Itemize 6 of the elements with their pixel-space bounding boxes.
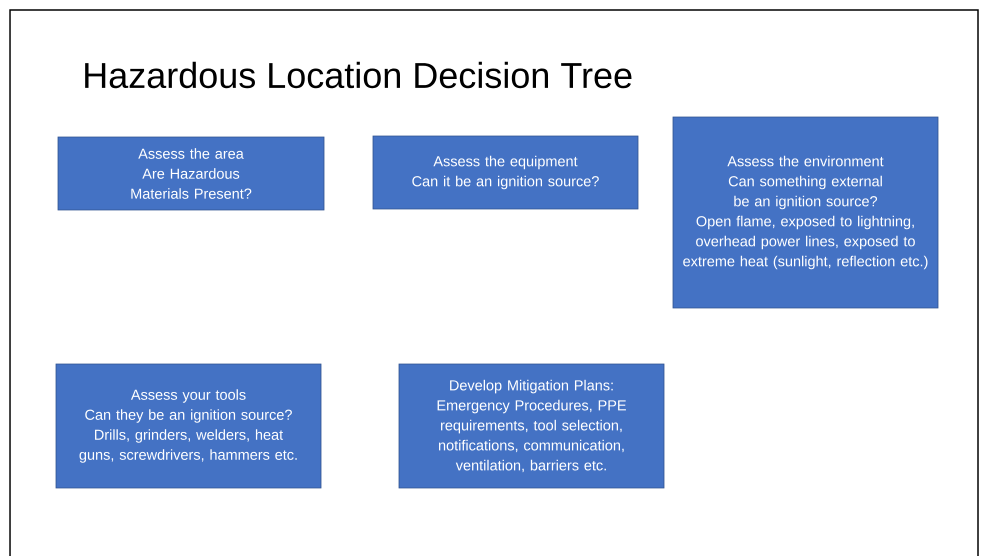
step-box: Develop Mitigation Plans: Emergency Procedures, PPE requirements, tool selection, notifications, communication, ventilation, barriers etc. <box>398 364 664 488</box>
step-box: Assess the equipment Can it be an ignition source? <box>372 136 638 210</box>
title: Hazardous Location Decision Tree <box>85 62 632 88</box>
step-box: Assess the area Are Hazardous Materials Present? <box>58 136 324 210</box>
step-box: Assess your tools Can they be an ignition source? Drills, grinders, welders, heat guns, screwdrivers, hammers etc. <box>56 364 322 488</box>
step-box: Assess the environment Can something external be an ignition source? Open flame, exposed to lightning, overhead power lines, exposed to extreme heat (sunlight, reflection etc.) <box>672 116 938 308</box>
